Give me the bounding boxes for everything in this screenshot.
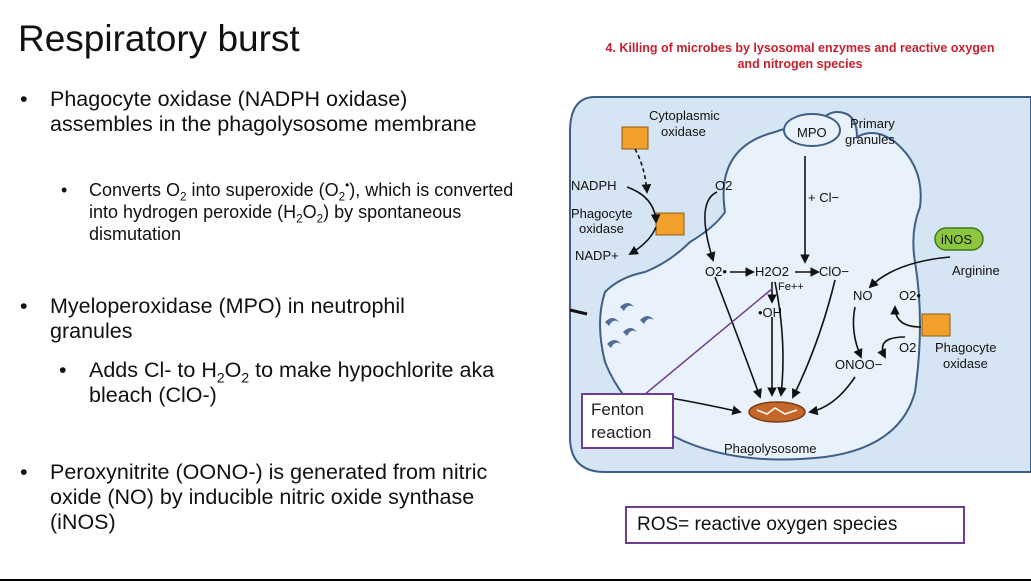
label-phagocyte-right: Phagocyte <box>935 340 996 355</box>
label-h2o2: H2O2 <box>755 264 789 279</box>
respiratory-burst-diagram: Cytoplasmic oxidase MPO Primary granules… <box>569 96 1031 473</box>
label-fe: Fe++ <box>778 281 804 293</box>
subbullet-hypochlorite: Adds Cl- to H2O2 to make hypochlorite ak… <box>59 358 529 408</box>
bottom-rule <box>0 579 1031 581</box>
label-onoo: ONOO− <box>835 357 882 372</box>
cytoplasmic-oxidase-box <box>621 126 649 150</box>
slide-title: Respiratory burst <box>18 18 300 59</box>
label-no: NO <box>853 288 873 303</box>
label-cl: + Cl− <box>808 190 839 205</box>
label-phagocyte-oxidase-right: oxidase <box>943 356 988 371</box>
label-inos: iNOS <box>941 232 972 247</box>
label-mpo: MPO <box>797 125 827 140</box>
label-cytoplasmic: Cytoplasmic <box>649 108 720 123</box>
label-o2-right: O2 <box>899 340 916 355</box>
mpo-granule <box>783 113 841 147</box>
bullet-phagocyte-oxidase: Phagocyte oxidase (NADPH oxidase) assemb… <box>20 87 490 137</box>
label-phagolysosome: Phagolysosome <box>724 441 817 456</box>
microbe-icon <box>748 401 806 423</box>
bullet-peroxynitrite: Peroxynitrite (OONO-) is generated from … <box>20 460 530 535</box>
granule-cluster <box>605 303 654 348</box>
fenton-indicator-line <box>643 287 774 396</box>
fenton-reaction-box: Fenton reaction <box>581 393 674 449</box>
label-nadp: NADP+ <box>575 248 619 263</box>
label-phagocyte-oxidase: oxidase <box>579 221 624 236</box>
label-nadph: NADPH <box>571 178 617 193</box>
membrane-oxidase-box <box>655 212 685 236</box>
bullet-myeloperoxidase: Myeloperoxidase (MPO) in neutrophil gran… <box>20 294 490 344</box>
label-cytoplasmic-oxidase: oxidase <box>661 124 706 139</box>
label-phagocyte: Phagocyte <box>571 206 632 221</box>
label-o2-top: O2 <box>715 178 732 193</box>
label-clo: ClO− <box>819 264 849 279</box>
label-primary: Primary <box>850 116 895 131</box>
inos-badge <box>934 227 984 251</box>
label-arginine: Arginine <box>952 263 1000 278</box>
figure-caption: 4. Killing of microbes by lysosomal enzy… <box>605 41 995 71</box>
label-o2-radical: O2• <box>705 264 727 279</box>
label-oh: •OH <box>758 305 782 320</box>
label-granules: granules <box>845 132 895 147</box>
right-oxidase-box <box>921 313 951 337</box>
label-o2-radical-right: O2• <box>899 288 921 303</box>
subbullet-superoxide: Converts O2 into superoxide (O2•), which… <box>61 179 519 245</box>
ros-definition-box: ROS= reactive oxygen species <box>625 506 965 544</box>
